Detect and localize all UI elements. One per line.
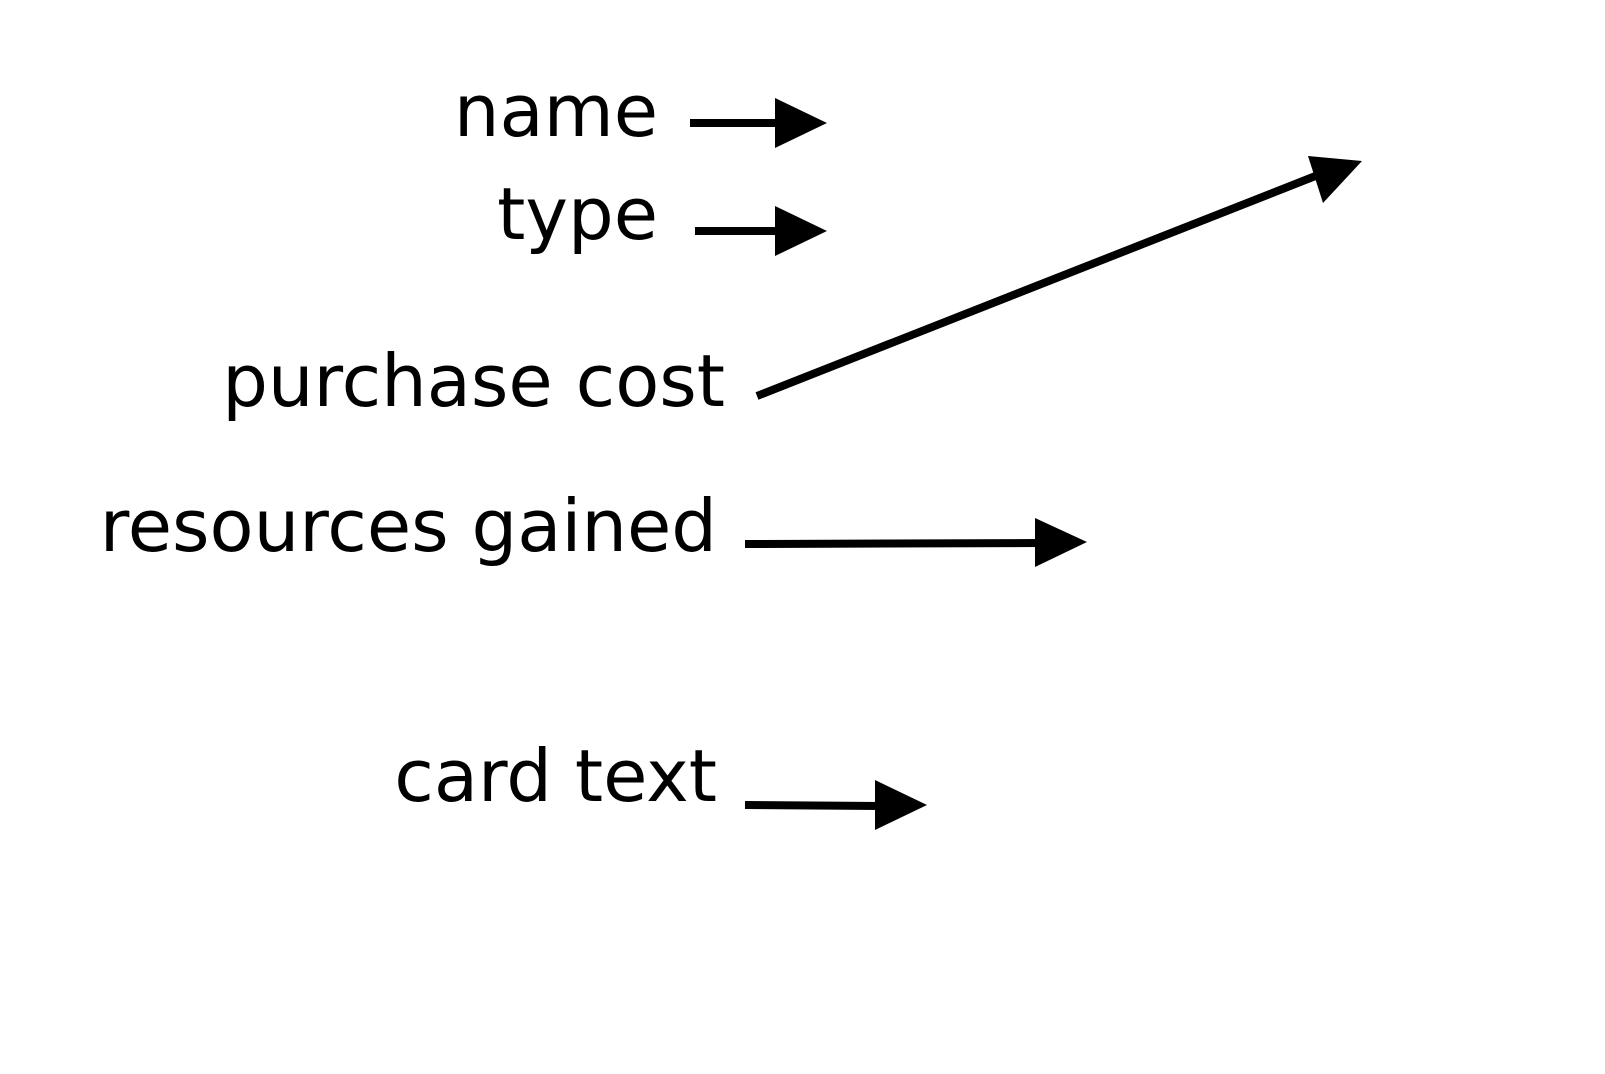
purchase-cost-label: purchase cost (222, 339, 725, 423)
card-text-label: card text (394, 734, 717, 818)
purchase-cost-arrow (755, 156, 1362, 400)
type-label: type (497, 172, 658, 256)
type-arrow (695, 206, 827, 256)
resources-gained-arrow (744, 518, 1087, 567)
name-label: name (453, 69, 658, 153)
card-text-arrow (744, 780, 927, 830)
name-arrow (690, 98, 827, 148)
resources-gained-label: resources gained (99, 484, 717, 568)
